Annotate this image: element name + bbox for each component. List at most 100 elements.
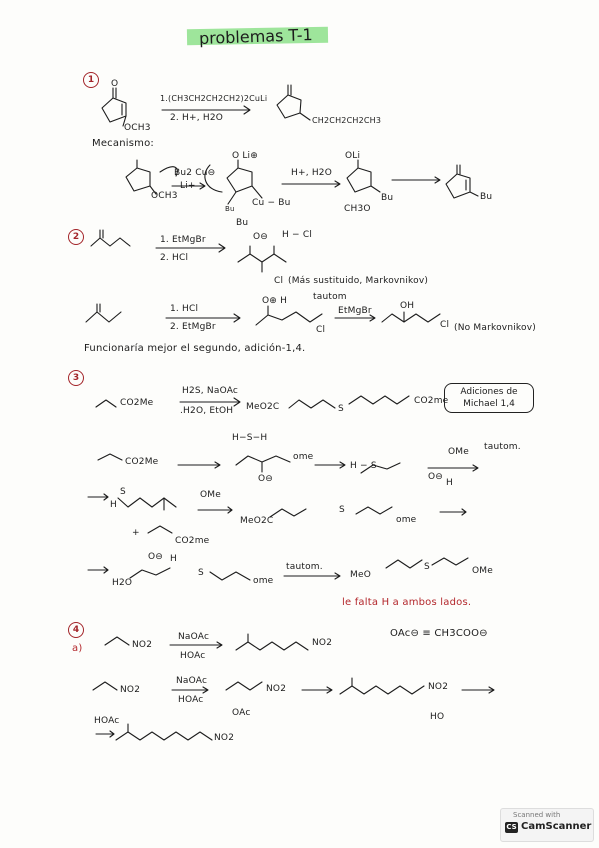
watermark-camscanner: CamScanner	[521, 821, 592, 832]
p4-m-no2: NO2	[120, 685, 141, 695]
watermark-scanned-with: Scanned with	[513, 811, 561, 819]
p3-m3-meo: MeO	[350, 570, 371, 580]
p2-product-a-hcl: H − Cl	[282, 230, 313, 240]
p3-mech1-structures	[97, 453, 401, 474]
p2-reactant-b	[85, 303, 122, 323]
p1-mech-arrow-3	[391, 176, 441, 184]
p3-m1-o2: O⊖	[428, 472, 444, 482]
p3-tautom: tautom.	[484, 442, 521, 452]
p3-m2-co2me: CO2me	[175, 536, 210, 546]
p3-m3-h2o: H2O	[112, 578, 133, 588]
p3-m1-hsh: H−S−H	[232, 433, 268, 443]
p1-mech-arrow-2	[281, 180, 341, 188]
p2-reagent-b2: 2. EtMgBr	[170, 322, 216, 332]
p1-mech-oli: O Li⊕	[232, 151, 259, 161]
p4-part-label: a)	[72, 643, 83, 654]
p2-intermediate-b	[255, 305, 323, 326]
p3-m3-s: S	[198, 568, 204, 578]
p3-mech3-structures	[129, 557, 469, 581]
p3-m1-ome2: OMe	[448, 447, 469, 457]
p3-m2-s: S	[120, 487, 126, 497]
camscanner-logo-icon: CS	[505, 822, 518, 833]
p2-reagent-b1: 1. HCl	[170, 304, 199, 314]
p3-arrow	[179, 397, 241, 407]
p3-note-red: le falta H a ambos lados.	[342, 597, 472, 608]
p3-m2-plus: +	[132, 528, 140, 538]
p3-mech2-arrows	[87, 493, 467, 516]
problem-number-2: 2	[68, 229, 84, 245]
p4-product	[235, 633, 309, 651]
p2-product-a-cl: Cl	[274, 276, 284, 286]
p3-m3-ome: ome	[253, 576, 274, 586]
p1-mech-bu2: Bu	[236, 218, 249, 228]
p4-arrow	[169, 641, 223, 649]
problem-number-1: 1	[83, 72, 99, 88]
p4-m-ho: HO	[430, 712, 445, 722]
problem-number-4: 4	[68, 622, 84, 638]
p1-mecanismo-label: Mecanismo:	[92, 138, 154, 149]
p4-m-no2b: NO2	[266, 684, 287, 694]
p1-mech-structure-1	[125, 159, 178, 195]
p2-etmgbr: EtMgBr	[338, 306, 372, 316]
p2-note-a: (Más sustituido, Markovnikov)	[288, 276, 429, 286]
p1-mech-bu4: Bu	[480, 192, 493, 202]
p4-mech-structures	[92, 677, 425, 741]
problem-number-3: 3	[68, 370, 84, 386]
p4-product-no2: NO2	[312, 638, 333, 648]
p3-mech2-structures	[117, 497, 393, 534]
p1-li-plus: Li+	[180, 181, 196, 191]
p3-mech3-arrows	[87, 566, 341, 580]
p3-m1-hs: H − S	[350, 461, 377, 471]
p3-product-right: CO2me	[414, 396, 449, 406]
p4-reagent-1: NaOAc	[178, 632, 210, 642]
p3-reactant-label: CO2Me	[120, 398, 154, 408]
p1-reactant-carbonyl: O	[111, 79, 119, 89]
p3-product-s: S	[338, 404, 344, 414]
p3-m2-s2: S	[339, 505, 345, 515]
p3-m1-co2me: CO2Me	[125, 457, 159, 467]
p3-reactant	[95, 399, 117, 408]
p4-reagent-2: HOAc	[180, 651, 206, 661]
p1-mech-och3: OCH3	[151, 191, 178, 201]
p2-arrow-a	[155, 243, 226, 253]
p1-bu2culi: Bu2 Cu⊖	[174, 168, 216, 178]
p1-mech-structure-2	[204, 159, 263, 205]
p1-mech-bu1: Bu	[225, 205, 235, 213]
p2-int-b-label: O⊕ H	[262, 296, 288, 306]
p1-product-structure	[276, 84, 311, 121]
p1-product-label: CH2CH2CH2CH3	[312, 116, 382, 125]
p3-m3-h: H	[170, 554, 177, 564]
p2-arrow-b	[165, 313, 241, 323]
p2-note-b: (No Markovnikov)	[454, 323, 536, 333]
p2-product-a-o: O⊖	[253, 232, 269, 242]
p2-tautom: tautom	[313, 292, 347, 302]
p2-reagent-a2: 2. HCl	[160, 253, 189, 263]
p1-reactant-label: OCH3	[124, 123, 151, 133]
p3-m2-h: H	[110, 500, 117, 510]
p3-box-note: Adiciones de Michael 1,4	[444, 383, 534, 413]
p4-reactant	[104, 636, 130, 646]
p3-mech1-arrows	[177, 461, 479, 472]
p2-arrow-etmgbr	[334, 314, 376, 322]
p3-reagent-2: .H2O, EtOH	[180, 406, 234, 416]
p1-mech-oli2: OLi	[345, 151, 361, 161]
p1-reagent-2: 2. H+, H2O	[170, 113, 224, 123]
p3-product-left: MeO2C	[246, 402, 280, 412]
p3-m1-ome: ome	[293, 452, 314, 462]
page-title: problemas T-1	[198, 25, 313, 48]
p1-reaction-arrow	[161, 105, 251, 115]
p4-m-no2c: NO2	[428, 682, 449, 692]
p4-m-oac: OAc	[232, 708, 251, 718]
p2-reactant-a	[90, 229, 131, 247]
p1-mech-h-h2o: H+, H2O	[291, 168, 333, 178]
p3-tautom2: tautom.	[286, 562, 323, 572]
p3-m2-ome: OMe	[200, 490, 221, 500]
p2-product-b	[381, 311, 441, 323]
p4-reactant-no2: NO2	[132, 640, 153, 650]
p1-mech-structure-3	[346, 159, 381, 193]
p1-reagent-1: 1.(CH3CH2CH2CH2)2CuLi	[160, 94, 268, 103]
p2-product-a	[237, 245, 287, 273]
p3-m3-o: O⊖	[148, 552, 164, 562]
p1-mech-arrow-1	[171, 182, 206, 190]
